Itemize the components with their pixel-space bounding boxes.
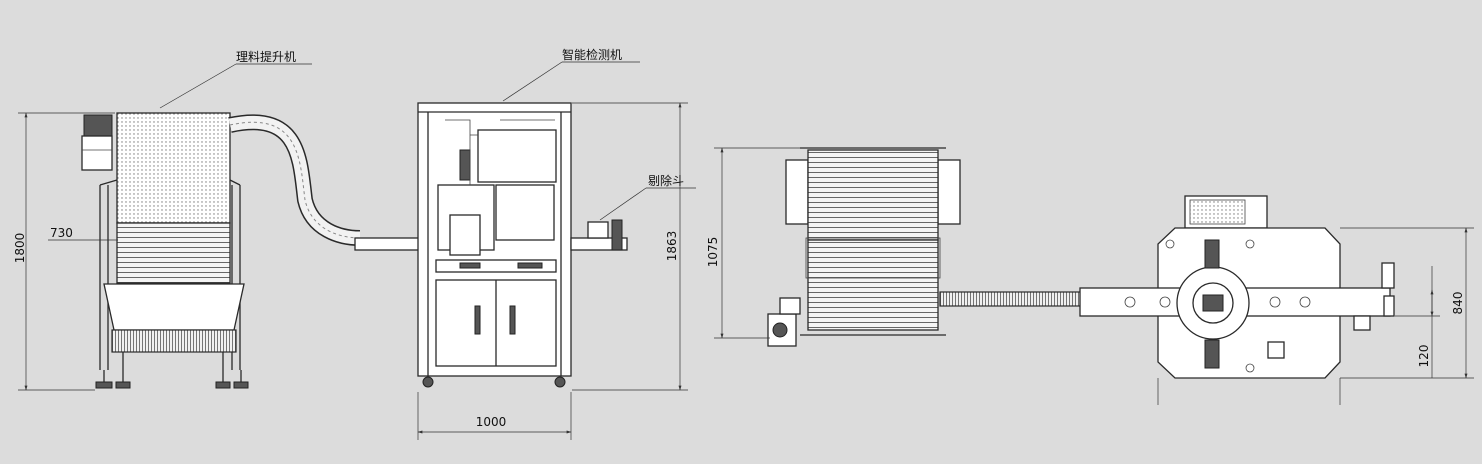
callout-reject-bin: 剔除斗 [599, 173, 696, 221]
dim-120-label: 120 [1417, 345, 1431, 368]
motor-body [81, 135, 113, 171]
hopper [103, 283, 245, 331]
reject-bin [587, 221, 609, 239]
dim-top-width: 840 [1340, 227, 1474, 379]
label-reject-bin: 剔除斗 [648, 173, 684, 188]
top-chute [939, 291, 1091, 307]
dim-feeder-mark: 730 [48, 226, 118, 241]
label-feeder: 理料提升机 [236, 49, 296, 64]
dim-1000-label: 1000 [476, 415, 507, 429]
dim-feeder-height: 1800 [13, 112, 115, 391]
dim-840-label: 840 [1451, 292, 1465, 315]
motor-box [83, 114, 113, 138]
dim-1800-label: 1800 [13, 233, 27, 264]
label-inspector: 智能检测机 [562, 47, 622, 62]
lower-conveyor [111, 329, 237, 353]
lifter-belt [116, 222, 231, 284]
dim-inspector-height: 1863 [572, 102, 688, 391]
infeed-conveyor [354, 237, 421, 251]
vision-unit [495, 184, 555, 241]
dim-730-label: 730 [50, 226, 73, 240]
dim-inspector-width: 1000 [417, 392, 572, 440]
dim-1863-label: 1863 [665, 231, 679, 262]
lifter-housing [116, 112, 231, 224]
top-lifter-belt [807, 149, 939, 241]
dim-top-offset: 120 [1395, 266, 1440, 378]
clamp [449, 214, 481, 256]
dim-top-depth: 1075 [706, 147, 800, 339]
feeder-top-view [767, 147, 1091, 347]
camera-box [477, 129, 557, 183]
dim-1075-label: 1075 [706, 237, 720, 268]
inspector-front-view [417, 102, 628, 388]
inspector-top-view [1079, 195, 1395, 379]
callout-feeder: 理料提升机 [159, 49, 312, 109]
callout-inspector: 智能检测机 [502, 47, 640, 102]
top-lifter-lower [807, 239, 939, 331]
feeder-front-view [81, 112, 421, 389]
